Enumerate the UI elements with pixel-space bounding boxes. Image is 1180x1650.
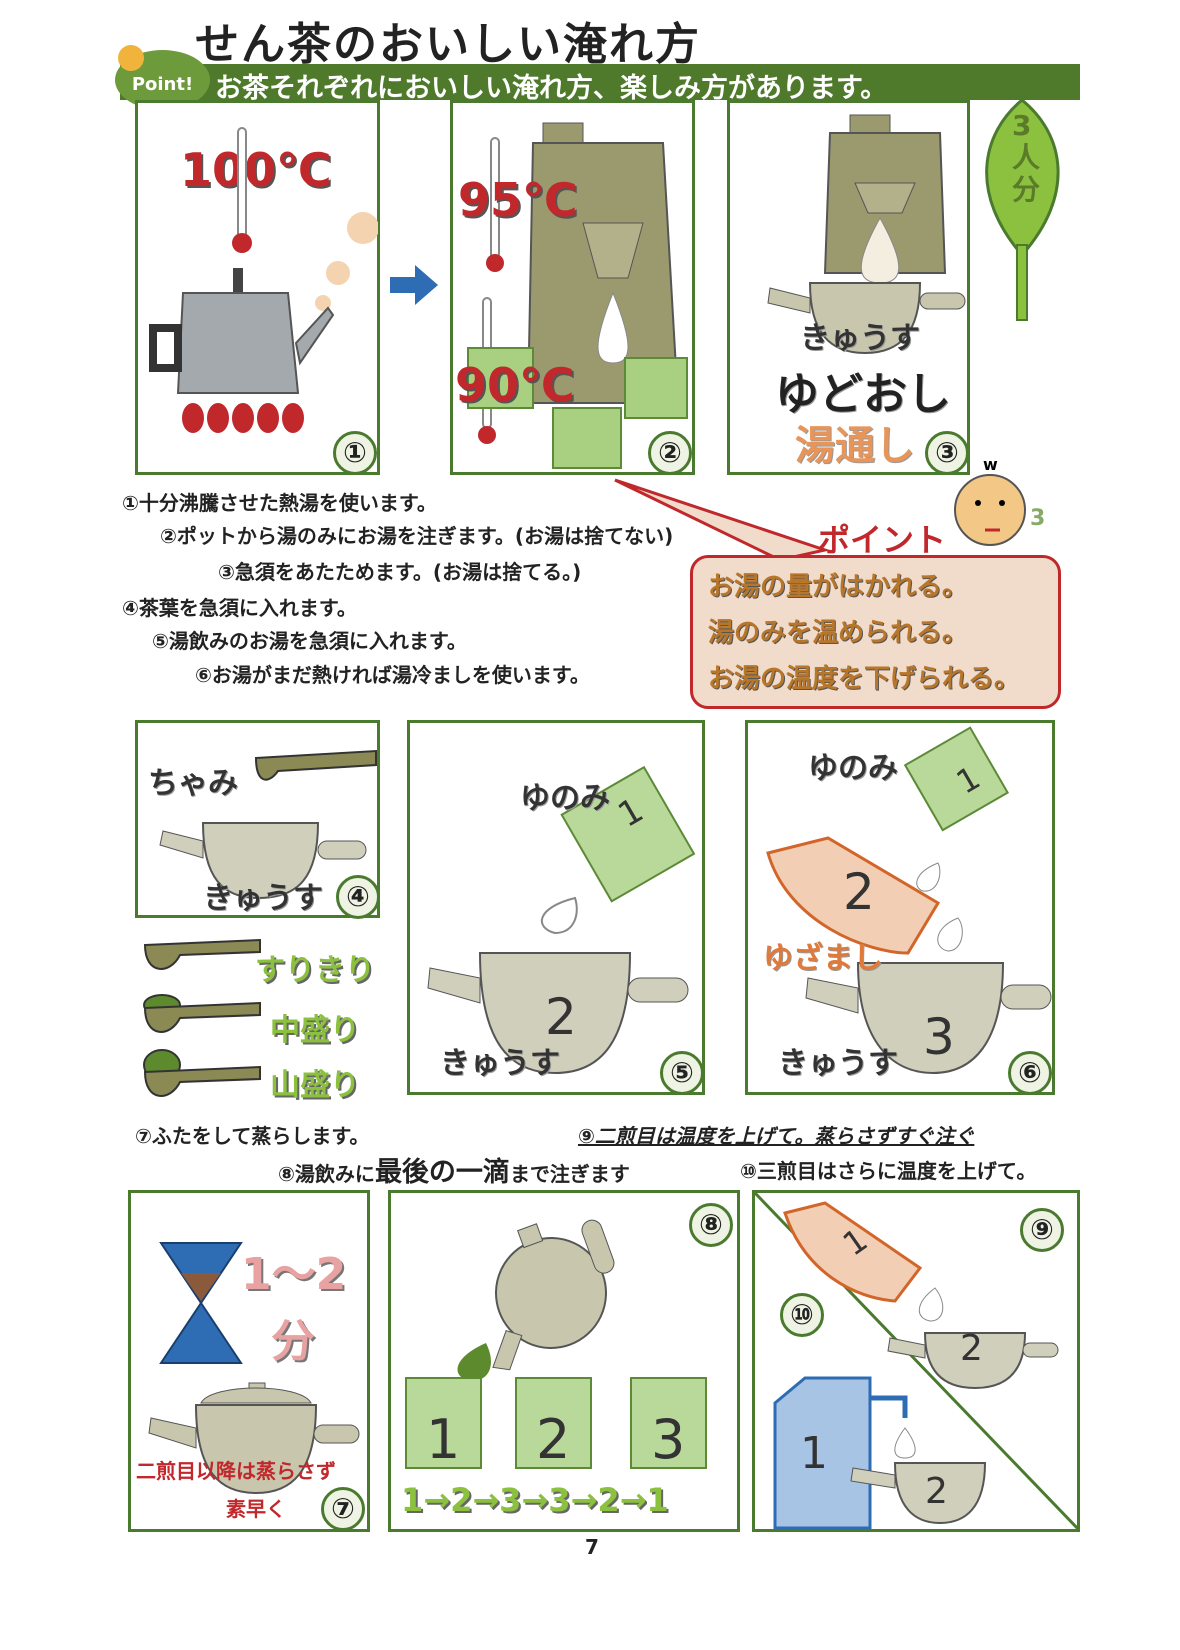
- later-infusions-illustration: [755, 1193, 1080, 1533]
- steep-time-unit: 分: [271, 1316, 315, 1367]
- panel-step-9-10: 1 2 1 2 ⑨ ⑩: [752, 1190, 1080, 1533]
- step-number-badge: ⑨: [1020, 1208, 1064, 1252]
- steep-time: 1〜2: [241, 1249, 347, 1300]
- pot-kyusu-illustration: [767, 114, 966, 355]
- svg-text:3: 3: [1030, 506, 1045, 531]
- kyusu-label: きゅうす: [778, 1046, 898, 1081]
- point-dot-icon: [118, 45, 144, 71]
- step-8-pre: ⑧湯飲みに: [278, 1162, 375, 1186]
- banner-text: お茶それぞれにおいしい淹れ方、楽しみ方があります。: [215, 73, 888, 104]
- cup-number: 1: [426, 1408, 461, 1471]
- kyusu-label: きゅうす: [800, 321, 920, 356]
- point-banner: [120, 64, 1080, 100]
- pot-cups-illustration: [467, 122, 688, 469]
- step-text-8: ⑧湯飲みに最後の一滴まで注ぎます: [278, 1150, 630, 1189]
- yunomi-label: ゆのみ: [520, 781, 610, 816]
- panel-step-7: 1〜2 分 ⑦ 二煎目以降は蒸らさず 素早く: [128, 1190, 370, 1532]
- step-number-badge: ⑩: [780, 1293, 824, 1337]
- panel-step-2: 95℃ 90℃ ②: [450, 100, 695, 475]
- step-number-badge: ②: [648, 431, 692, 475]
- page-number: 7: [585, 1535, 599, 1559]
- step-number-badge: ③: [925, 431, 969, 475]
- page-title: せん茶のおいしい淹れ方: [195, 19, 701, 70]
- kyusu-number: 2: [925, 1471, 948, 1512]
- step-text-3: ③急須をあたためます。(お湯は捨てる。): [218, 560, 582, 584]
- kyusu-number: 2: [545, 988, 577, 1046]
- yuzamashi-label: ゆざまし: [763, 941, 883, 976]
- callout-pointer: [614, 478, 830, 562]
- spoons-illustration: [143, 938, 261, 1097]
- temperature-label: 95℃: [458, 173, 578, 227]
- step-text-7: ⑦ふたをして蒸らします。: [135, 1124, 370, 1148]
- step-text-2: ②ポットから湯のみにお湯を注ぎます。(お湯は捨てない): [160, 524, 674, 548]
- step-number-badge: ⑦: [321, 1487, 365, 1531]
- callout-line: 湯のみを温められる。: [708, 618, 969, 648]
- yudoshi-label: ゆどおし: [775, 369, 951, 420]
- chami-label: ちゃみ: [148, 766, 238, 801]
- step-number-badge: ⑥: [1008, 1051, 1052, 1095]
- step-text-9: ⑨二煎目は温度を上げて。蒸らさずすぐ注ぐ: [578, 1124, 975, 1148]
- face-icon: w3: [954, 455, 1045, 546]
- kyusu-label: きゅうす: [203, 881, 323, 916]
- hourglass-kyusu-illustration: [148, 1242, 360, 1495]
- kyusu-number: 2: [960, 1328, 983, 1369]
- spoon-level-label: 山盛り: [270, 1068, 360, 1103]
- step-number-badge: ⑤: [660, 1051, 704, 1095]
- pour-cup-kyusu-illustration: [427, 765, 696, 1075]
- pot-number: 1: [800, 1428, 828, 1479]
- panel-step-3: きゅうす ゆどおし 湯通し ③: [727, 100, 970, 475]
- step-number-badge: ⑧: [689, 1203, 733, 1247]
- steep-note: 素早く: [226, 1497, 286, 1521]
- panel-step-1: 100℃ ①: [135, 100, 380, 475]
- step-number-badge: ④: [336, 875, 380, 919]
- step-text-4: ④茶葉を急須に入れます。: [122, 596, 357, 620]
- callout-line: お湯の温度を下げられる。: [708, 664, 1021, 694]
- temperature-label: 100℃: [180, 143, 332, 197]
- kettle-illustration: [149, 127, 378, 433]
- servings-label: 3人分: [1012, 109, 1041, 206]
- point-heading: ポイント: [818, 521, 947, 559]
- step-text-1: ①十分沸騰させた熱湯を使います。: [122, 491, 437, 515]
- svg-text:w: w: [983, 455, 998, 474]
- steep-note: 二煎目以降は蒸らさず: [136, 1459, 336, 1483]
- cup-number: 2: [536, 1408, 571, 1471]
- panel-step-5: ゆのみ 1 2 きゅうす ⑤: [407, 720, 705, 1095]
- callout-line: お湯の量がはかれる。: [708, 572, 969, 602]
- step-8-post: まで注ぎます: [509, 1162, 630, 1186]
- step-text-10: ⑩三煎目はさらに温度を上げて。: [740, 1159, 1037, 1183]
- yunomi-label: ゆのみ: [808, 751, 898, 786]
- pour-order: 1→2→3→3→2→1: [401, 1481, 669, 1519]
- spoon-level-label: すりきり: [255, 953, 375, 988]
- panel-step-6: ゆのみ 1 2 ゆざまし 3 きゅうす ⑥: [745, 720, 1055, 1095]
- yuzamashi-number: 2: [843, 863, 875, 921]
- yuzamashi-illustration: [766, 726, 1052, 1075]
- temperature-label: 90℃: [455, 358, 575, 412]
- leaf-icon: [985, 98, 1060, 321]
- pour-teapot-cups-illustration: [405, 1219, 707, 1469]
- step-8-emphasis: 最後の一滴: [374, 1157, 510, 1188]
- step-text-5: ⑤湯飲みのお湯を急須に入れます。: [152, 629, 467, 653]
- point-callout: お湯の量がはかれる。 湯のみを温められる。 お湯の温度を下げられる。: [690, 555, 1061, 709]
- kyusu-number: 3: [923, 1008, 955, 1066]
- cup-number: 3: [651, 1408, 686, 1471]
- step-number-badge: ①: [333, 431, 377, 475]
- panel-step-8: 1 2 3 1→2→3→3→2→1 ⑧: [388, 1190, 740, 1532]
- panel-step-4: ちゃみ きゅうす ④: [135, 720, 380, 919]
- step-text-6: ⑥お湯がまだ熱ければ湯冷ましを使います。: [195, 663, 590, 687]
- spoon-level-label: 中盛り: [270, 1013, 360, 1048]
- arrow-right-icon: [390, 265, 438, 305]
- kyusu-label: きゅうす: [440, 1046, 560, 1081]
- yudoshi-kanji-label: 湯通し: [795, 423, 915, 469]
- chami-kyusu-illustration: [159, 749, 377, 900]
